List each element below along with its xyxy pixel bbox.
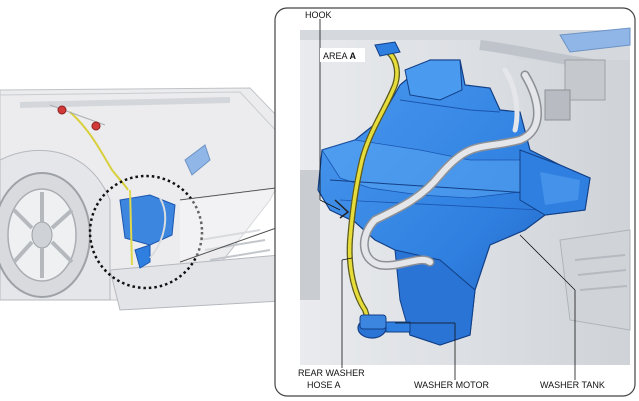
clip-marker-icon [91, 121, 101, 131]
hook-icon [334, 199, 350, 219]
washer-tank-label: WASHER TANK [540, 380, 605, 390]
rear-washer-label-line2: HOSE A [307, 380, 341, 390]
zoom-connector [179, 187, 277, 201]
washer-hose [361, 72, 541, 269]
washer-tank-body [317, 59, 592, 346]
rear-washer-hose [347, 48, 399, 332]
washer-motor [357, 314, 411, 339]
zoom-connector [179, 227, 277, 263]
mini-washer-tank [119, 189, 176, 269]
car-overview [0, 87, 301, 311]
wheel [0, 172, 91, 298]
rear-washer-label-line1: REAR WASHER [298, 368, 365, 378]
zoom-circle [88, 174, 204, 290]
detail-inset: AREA A HOOK REAR WASHER HOSE A WASHER MO… [274, 7, 636, 397]
hook-label: HOOK [305, 10, 332, 20]
area-label-bg [320, 48, 365, 62]
clip-marker-icon [57, 105, 67, 115]
area-label: AREA A [323, 51, 357, 61]
washer-motor-label: WASHER MOTOR [414, 380, 490, 390]
